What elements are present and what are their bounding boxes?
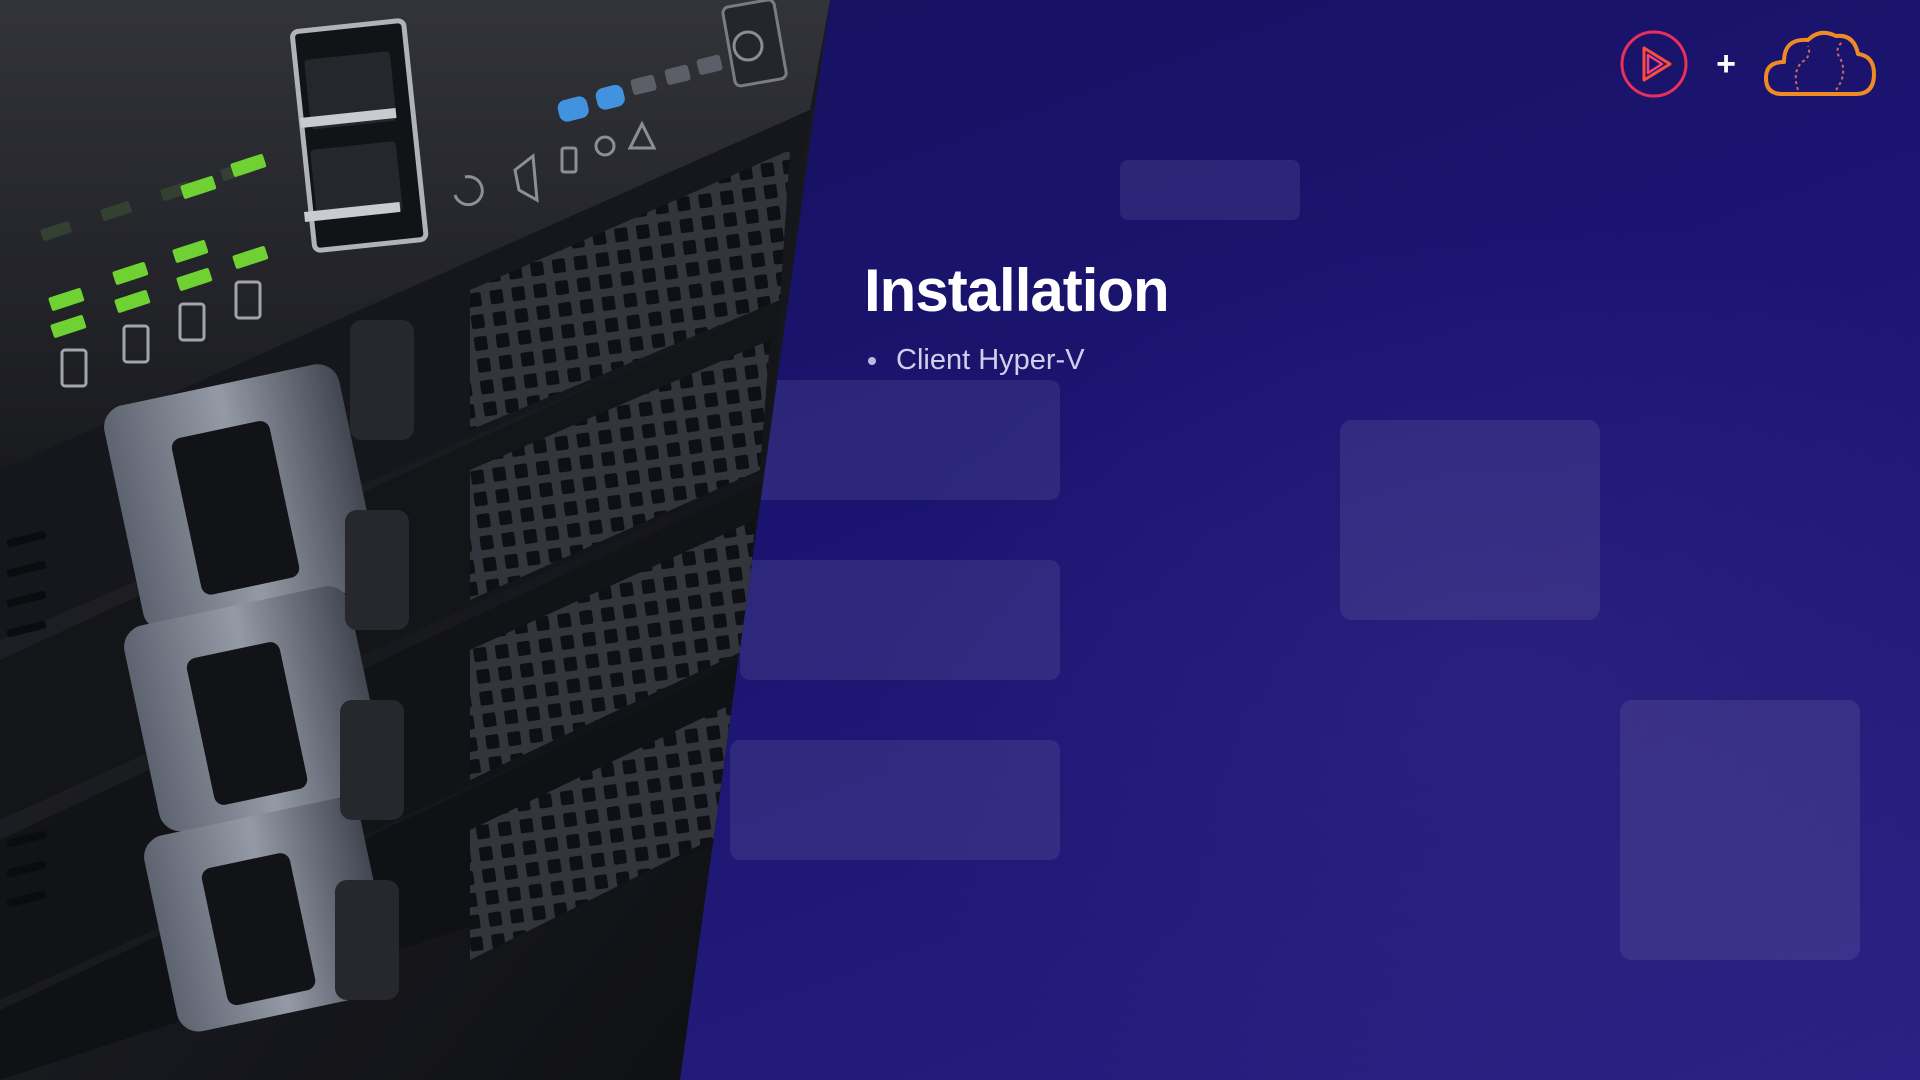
play-logo-icon [1620, 30, 1688, 98]
cloud-logo-icon [1764, 30, 1876, 96]
background-ghost-pattern [720, 160, 1860, 960]
slide-title: Installation [864, 257, 1170, 324]
plus-icon: + [1716, 45, 1736, 83]
bullet-dot-icon [868, 356, 876, 365]
bullet-item: Client Hyper-V [864, 342, 1169, 380]
bullet-text: Client Hyper-V [896, 344, 1085, 376]
bullet-list: Client Hyper-V [864, 342, 1169, 380]
slide-content: Installation Client Hyper-V [864, 257, 1170, 380]
header-logos: + [1618, 28, 1878, 100]
